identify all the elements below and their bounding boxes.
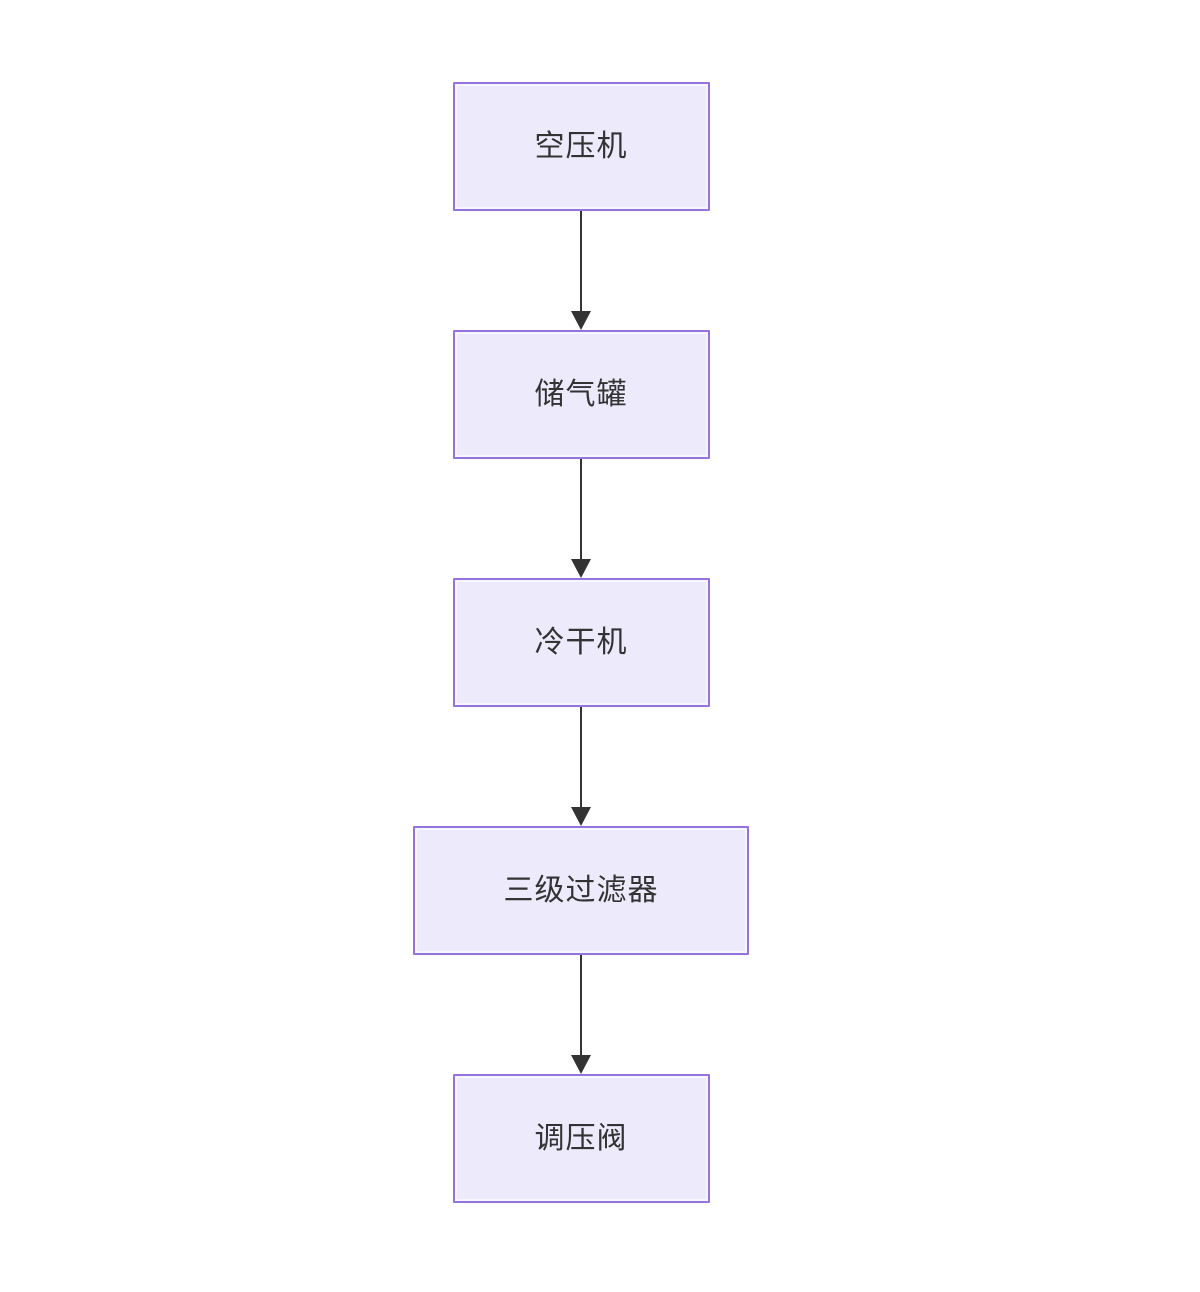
flow-node-pressure-regulating-valve[interactable]: 调压阀 <box>452 1074 710 1203</box>
flow-node-air-compressor[interactable]: 空压机 <box>452 82 710 211</box>
arrow-down-connector <box>571 459 591 578</box>
flow-node-three-stage-filter[interactable]: 三级过滤器 <box>413 826 749 955</box>
node-label: 空压机 <box>534 129 628 163</box>
arrow-down-connector <box>571 707 591 826</box>
node-label: 调压阀 <box>534 1121 628 1155</box>
arrow-down-connector <box>571 211 591 330</box>
node-label: 冷干机 <box>534 625 628 659</box>
flow-node-refrigerated-dryer[interactable]: 冷干机 <box>452 578 710 707</box>
flow-column: 空压机 储气罐 冷干机 三级过滤器 调压阀 <box>413 82 749 1203</box>
node-label: 储气罐 <box>534 377 628 411</box>
arrow-down-connector <box>571 955 591 1074</box>
flow-node-air-tank[interactable]: 储气罐 <box>452 330 710 459</box>
node-label: 三级过滤器 <box>503 873 659 907</box>
